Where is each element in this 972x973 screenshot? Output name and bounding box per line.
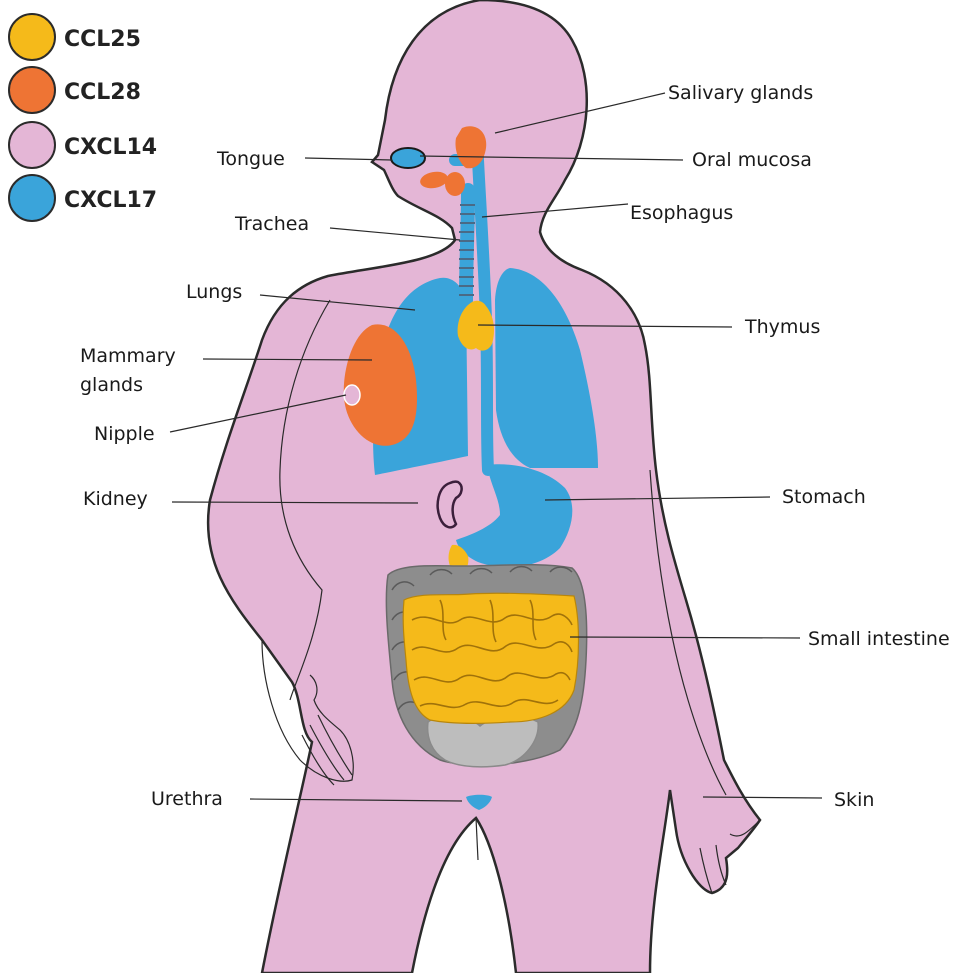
- label-urethra: Urethra: [151, 788, 223, 810]
- label-salivary-glands: Salivary glands: [668, 82, 813, 104]
- label-trachea: Trachea: [234, 213, 309, 235]
- label-thymus: Thymus: [744, 316, 820, 338]
- label-small-intestine: Small intestine: [808, 628, 950, 650]
- legend-swatch-cxcl14: [9, 122, 55, 168]
- label-lungs: Lungs: [186, 281, 242, 303]
- legend-swatch-ccl28: [9, 67, 55, 113]
- label-kidney: Kidney: [83, 488, 148, 510]
- legend: CCL25 CCL28 CXCL14 CXCL17: [9, 14, 157, 221]
- label-mammary-line2: glands: [80, 374, 143, 396]
- legend-label-cxcl14: CXCL14: [64, 135, 157, 160]
- nipple: [344, 385, 360, 405]
- salivary-gland-lower-2: [445, 172, 465, 196]
- tongue: [391, 148, 425, 168]
- legend-swatch-ccl25: [9, 14, 55, 60]
- label-tongue: Tongue: [216, 148, 285, 170]
- label-esophagus: Esophagus: [630, 202, 733, 224]
- label-nipple: Nipple: [94, 423, 155, 445]
- label-stomach: Stomach: [782, 486, 866, 508]
- label-oral-mucosa: Oral mucosa: [692, 149, 812, 171]
- legend-label-cxcl17: CXCL17: [64, 188, 157, 213]
- legend-swatch-cxcl17: [9, 175, 55, 221]
- legend-label-ccl25: CCL25: [64, 27, 141, 52]
- label-skin: Skin: [834, 789, 874, 811]
- line-trachea: [330, 228, 460, 240]
- trachea-tube: [466, 190, 468, 300]
- legend-label-ccl28: CCL28: [64, 80, 141, 105]
- crotch-line: [476, 818, 478, 860]
- label-mammary-line1: Mammary: [80, 345, 176, 367]
